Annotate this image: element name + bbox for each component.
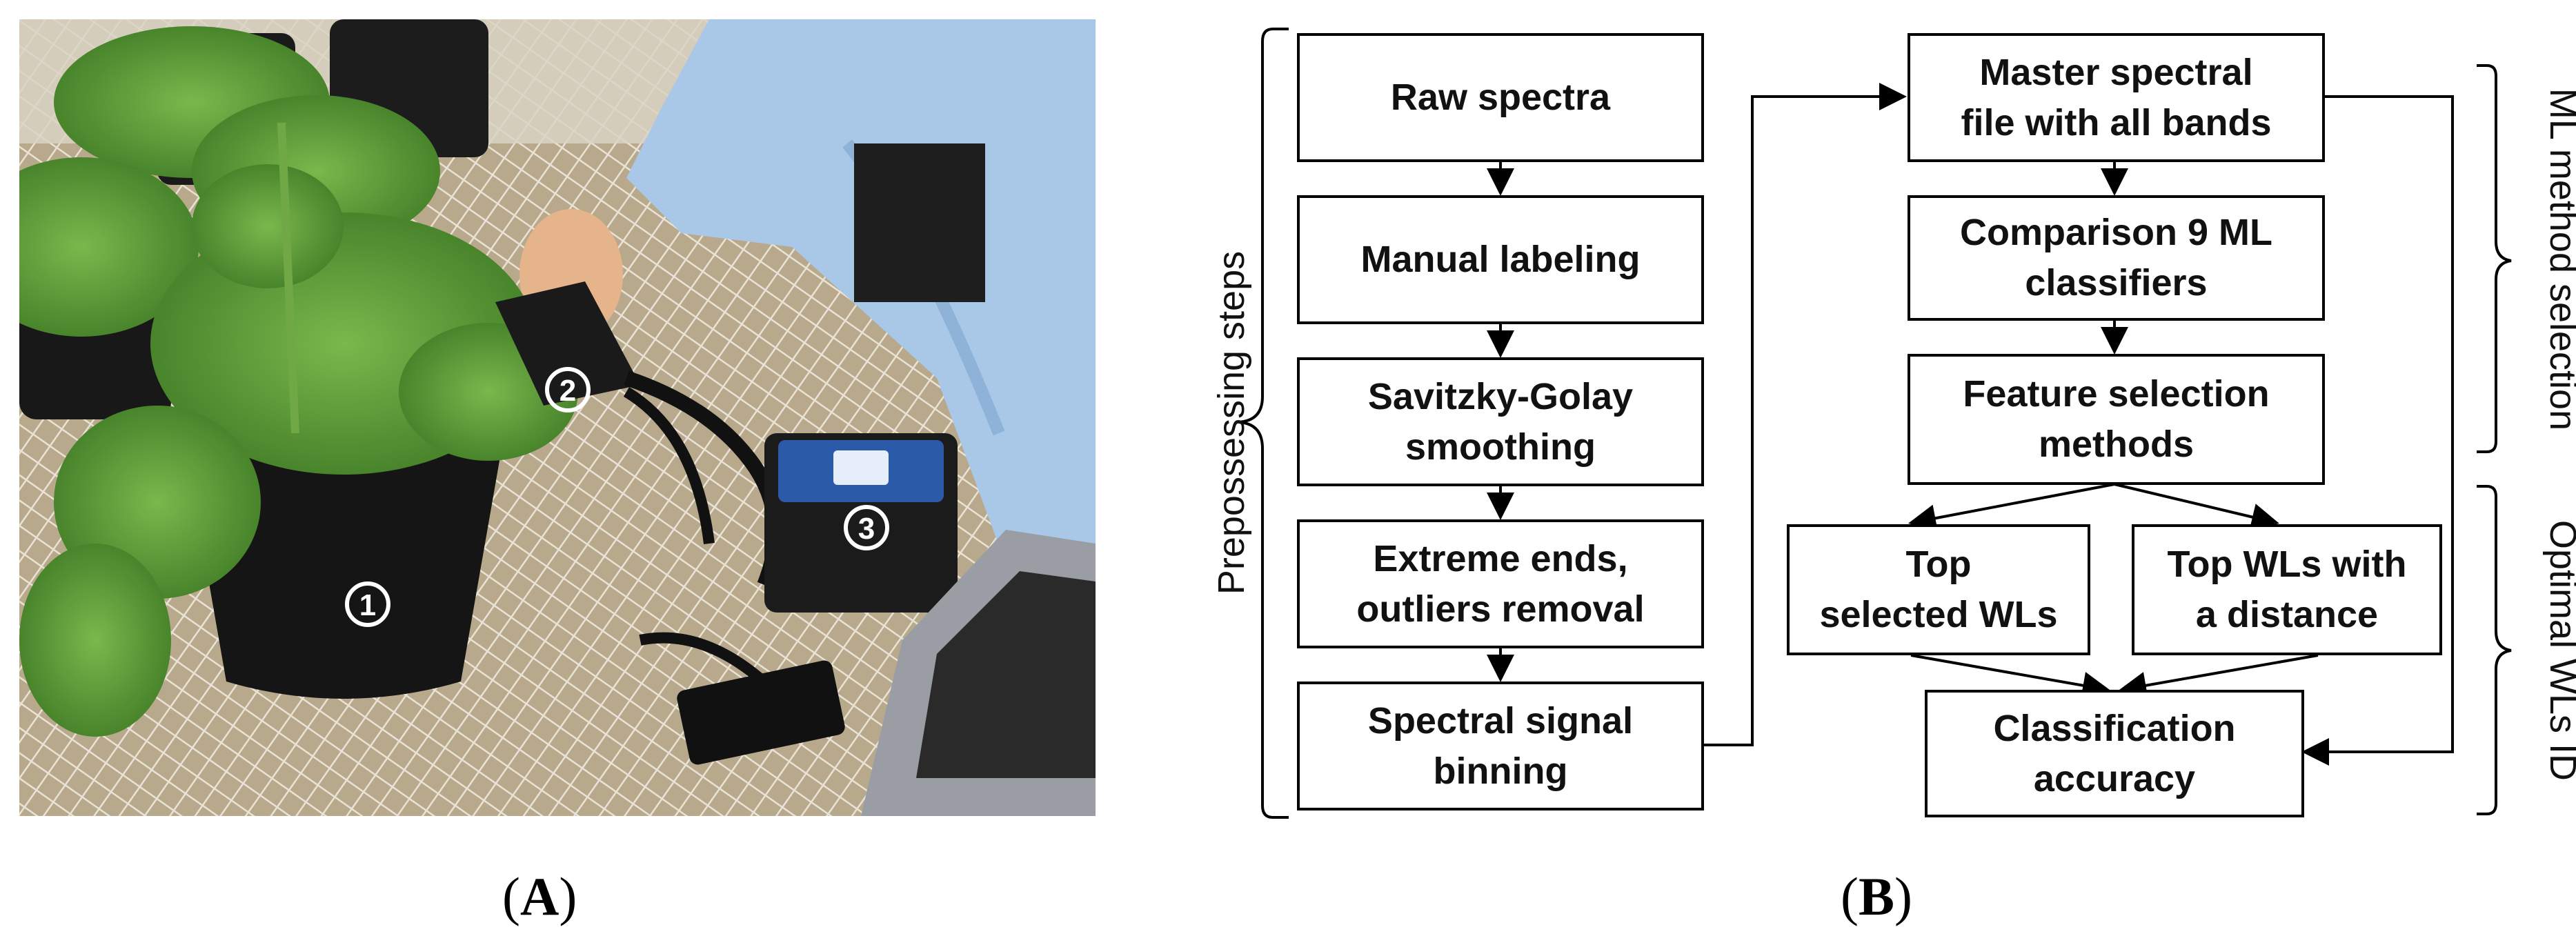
peanut-plant	[19, 122, 578, 737]
photo-panel: 1 2 3	[19, 19, 1096, 816]
label-preprocessing-steps: Prepossessing steps	[1211, 250, 1252, 595]
greenhouse-photo: 1 2 3	[19, 19, 1096, 816]
step-savitzky-golay: Savitzky-Golay smoothing	[1297, 357, 1704, 486]
step-binning: Spectral signal binning	[1297, 682, 1704, 810]
marker-1: 1	[345, 581, 390, 627]
step-savitzky-golay-line2: smoothing	[1405, 426, 1596, 468]
step-accuracy-line1: Classification	[1993, 707, 2236, 749]
step-comparison: Comparison 9 ML classifiers	[1908, 195, 2325, 321]
step-top-selected-line2: selected WLs	[1819, 594, 2058, 635]
step-top-selected-line1: Top	[1905, 544, 1972, 586]
step-accuracy: Classification accuracy	[1925, 690, 2304, 817]
arrow-feature-to-top-distance	[2114, 483, 2279, 531]
step-extreme-ends-line2: outliers removal	[1356, 588, 1645, 630]
step-master-file-line2: file with all bands	[1961, 101, 2272, 143]
panel-label-b: (B)	[1841, 866, 1912, 926]
laptop	[861, 530, 1096, 816]
step-top-selected: Top selected WLs	[1787, 524, 2090, 655]
step-binning-line2: binning	[1433, 750, 1568, 792]
label-ml-method-selection: ML method selection	[2542, 88, 2576, 431]
panel-letter-a: A	[519, 866, 559, 926]
step-raw-spectra: Raw spectra	[1297, 33, 1704, 162]
arrow-top-distance-to-accuracy	[2119, 654, 2319, 699]
panel-letter-b: B	[1858, 866, 1895, 926]
step-extreme-ends: Extreme ends, outliers removal	[1297, 519, 1704, 648]
step-manual-labeling: Manual labeling	[1297, 195, 1704, 324]
arrow-feature-to-top-selected	[1908, 483, 2115, 532]
step-comparison-line2: classifiers	[2025, 262, 2208, 304]
step-feature-selection-line1: Feature selection	[1963, 373, 2270, 415]
svg-text:1: 1	[359, 588, 376, 622]
background-pots	[19, 19, 488, 419]
marker-3: 3	[844, 505, 889, 550]
step-raw-spectra-line1: Raw spectra	[1390, 77, 1611, 119]
preprocessing-brace	[1238, 28, 1289, 819]
marker-2: 2	[545, 367, 591, 412]
step-savitzky-golay-line1: Savitzky-Golay	[1367, 375, 1634, 417]
step-accuracy-line2: accuracy	[2033, 757, 2196, 799]
step-binning-line1: Spectral signal	[1367, 699, 1634, 742]
step-feature-selection: Feature selection methods	[1908, 354, 2325, 485]
arrow-master-to-accuracy	[2301, 95, 2454, 766]
arrow-binning-to-master	[1704, 83, 1907, 746]
step-top-distance-line1: Top WLs with	[2167, 544, 2407, 586]
optimal-brace	[2477, 485, 2512, 815]
panel-label-a: (A)	[502, 866, 577, 926]
arrow-top-selected-to-accuracy	[1910, 654, 2110, 699]
step-top-distance-line2: a distance	[2195, 594, 2379, 635]
step-master-file-line1: Master spectral	[1979, 51, 2253, 93]
spectroradiometer	[764, 433, 958, 613]
svg-text:2: 2	[559, 374, 576, 408]
step-top-distance: Top WLs with a distance	[2132, 524, 2442, 655]
step-feature-selection-line2: methods	[2038, 424, 2194, 465]
ml-method-brace	[2477, 64, 2512, 453]
svg-text:3: 3	[858, 512, 875, 546]
label-optimal-wls-id: Optimal WLs ID	[2542, 519, 2576, 782]
step-comparison-line1: Comparison 9 ML	[1959, 212, 2273, 254]
step-extreme-ends-line1: Extreme ends,	[1373, 537, 1628, 579]
step-manual-labeling-line1: Manual labeling	[1360, 239, 1641, 281]
step-master-file: Master spectral file with all bands	[1908, 33, 2325, 162]
